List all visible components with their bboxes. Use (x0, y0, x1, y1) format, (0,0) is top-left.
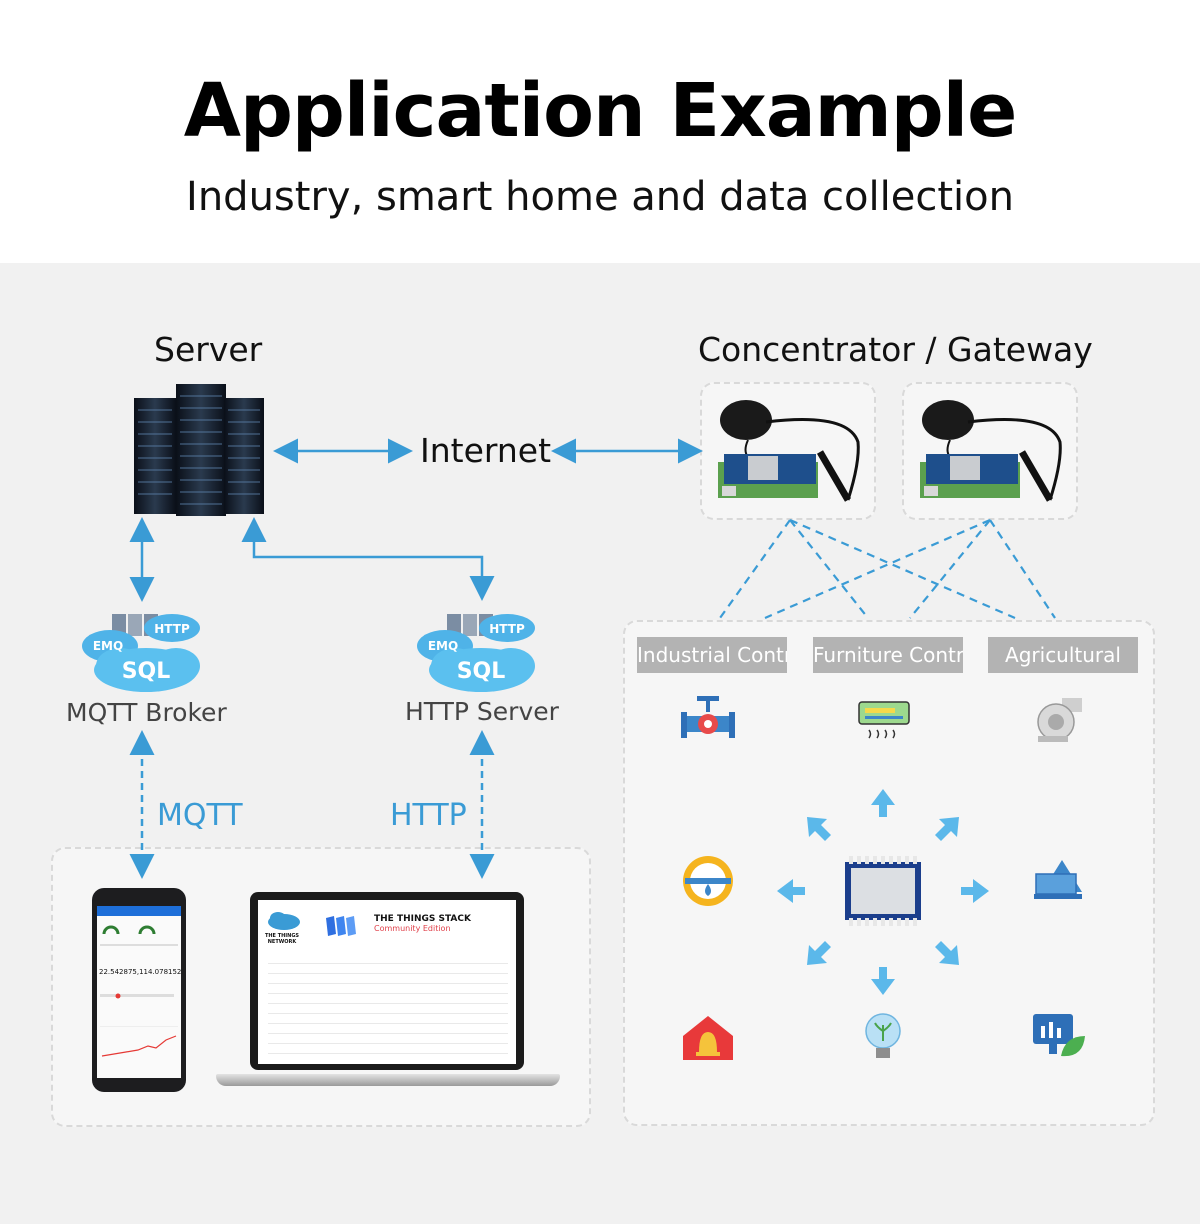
ttn-network-label: THE THINGS NETWORK (264, 933, 300, 945)
gateway-board-icon-2 (920, 400, 1062, 502)
gateway-board-icon-1 (718, 400, 860, 502)
arrow-right (961, 879, 989, 903)
lora-module-icon (845, 856, 921, 926)
monitoring-screen-icon (1033, 1014, 1085, 1057)
air-conditioner-icon (858, 701, 910, 739)
cloud-http-text: HTTP (154, 622, 190, 636)
page-title: Application Example (183, 68, 1018, 154)
http-protocol-label: HTTP (390, 798, 467, 833)
category-furniture-control: Furniture Control (813, 637, 963, 673)
mqtt-broker-label: MQTT Broker (66, 698, 227, 727)
cloud-http-text: HTTP (489, 622, 525, 636)
server-label: Server (154, 330, 263, 369)
laptop-screen: THE THINGS NETWORK THE THINGS STACK Comm… (258, 900, 516, 1064)
category-agricultural: Agricultural (988, 637, 1138, 673)
http-server-cloud-icon: HTTP EMQ SQL (417, 614, 535, 692)
smartphone-icon: 22.542875,114.078152 (92, 888, 186, 1092)
header: Application Example Industry, smart home… (0, 0, 1200, 263)
blower-fan-icon (1037, 698, 1082, 742)
cloud-sql-text: SQL (457, 659, 506, 684)
generator-icon (1034, 860, 1082, 899)
category-industrial-control: Industrial Control (637, 637, 787, 673)
page-subtitle: Industry, smart home and data collection (186, 174, 1014, 220)
alarm-siren-icon (683, 1016, 733, 1060)
arrow-left (777, 879, 805, 903)
arrow-up-right (935, 817, 959, 841)
arrow-down (871, 967, 895, 995)
server-rack-icon (134, 384, 264, 516)
server-to-http-arrow (241, 517, 495, 601)
things-stack-logo-icon (326, 916, 356, 936)
cloud-emq-text: EMQ (428, 639, 458, 653)
phone-reading: 22.542875,114.078152 (99, 968, 181, 976)
mqtt-protocol-label: MQTT (157, 798, 243, 833)
cloud-sql-text: SQL (122, 659, 171, 684)
arrow-up (871, 789, 895, 817)
gateway-dashed-lines (719, 518, 1056, 620)
live-data-table (268, 954, 508, 1058)
radiating-arrows (777, 789, 989, 995)
mqtt-broker-cloud-icon: HTTP EMQ SQL (82, 614, 200, 692)
http-server-label: HTTP Server (405, 697, 559, 726)
arrow-down-right (935, 941, 959, 965)
water-meter-icon (683, 856, 733, 906)
laptop: THE THINGS NETWORK THE THINGS STACK Comm… (216, 892, 560, 1094)
light-bulb-icon (865, 1013, 901, 1058)
gateway-label: Concentrator / Gateway (698, 330, 1093, 369)
valve-icon (681, 696, 735, 738)
arrow-up-left (807, 817, 831, 841)
arrow-down-left (807, 941, 831, 965)
internet-label: Internet (420, 431, 552, 470)
laptop-base (216, 1074, 560, 1086)
things-stack-edition: Community Edition (374, 924, 451, 933)
things-stack-title: THE THINGS STACK (374, 914, 471, 924)
cloud-emq-text: EMQ (93, 639, 123, 653)
ttn-logo-icon (268, 912, 300, 930)
